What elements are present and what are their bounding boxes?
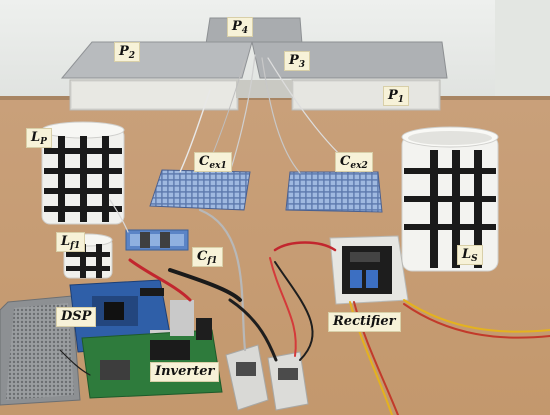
coil-ls (401, 126, 499, 272)
label-inverter: Inverter (150, 362, 220, 382)
rectifier-board (329, 235, 409, 305)
wall-edge (495, 0, 550, 105)
label-p2: P2 (114, 42, 141, 62)
label-cex1: Cex1 (194, 152, 232, 172)
plate-p3 (251, 41, 448, 79)
capacitor-cf1 (125, 229, 189, 251)
label-lf1: Lf1 (56, 232, 86, 252)
label-p3: P3 (284, 51, 311, 71)
plate-p4 (205, 17, 303, 45)
capacitor-cex2 (285, 171, 383, 213)
label-cf1: Cf1 (192, 247, 223, 267)
label-cex2: Cex2 (335, 152, 373, 172)
label-rectifier: Rectifier (328, 312, 401, 332)
current-probes (225, 344, 309, 411)
capacitor-boards (149, 169, 383, 213)
plate-p2 (60, 41, 253, 79)
label-p1: P1 (383, 86, 410, 106)
label-lp: LP (26, 128, 52, 148)
power-supply (0, 295, 81, 406)
label-ls: LS (457, 245, 483, 265)
coil-lp (41, 121, 125, 225)
label-dsp: DSP (56, 307, 97, 327)
capacitor-cex1 (149, 169, 251, 211)
label-p4: P4 (227, 17, 254, 37)
